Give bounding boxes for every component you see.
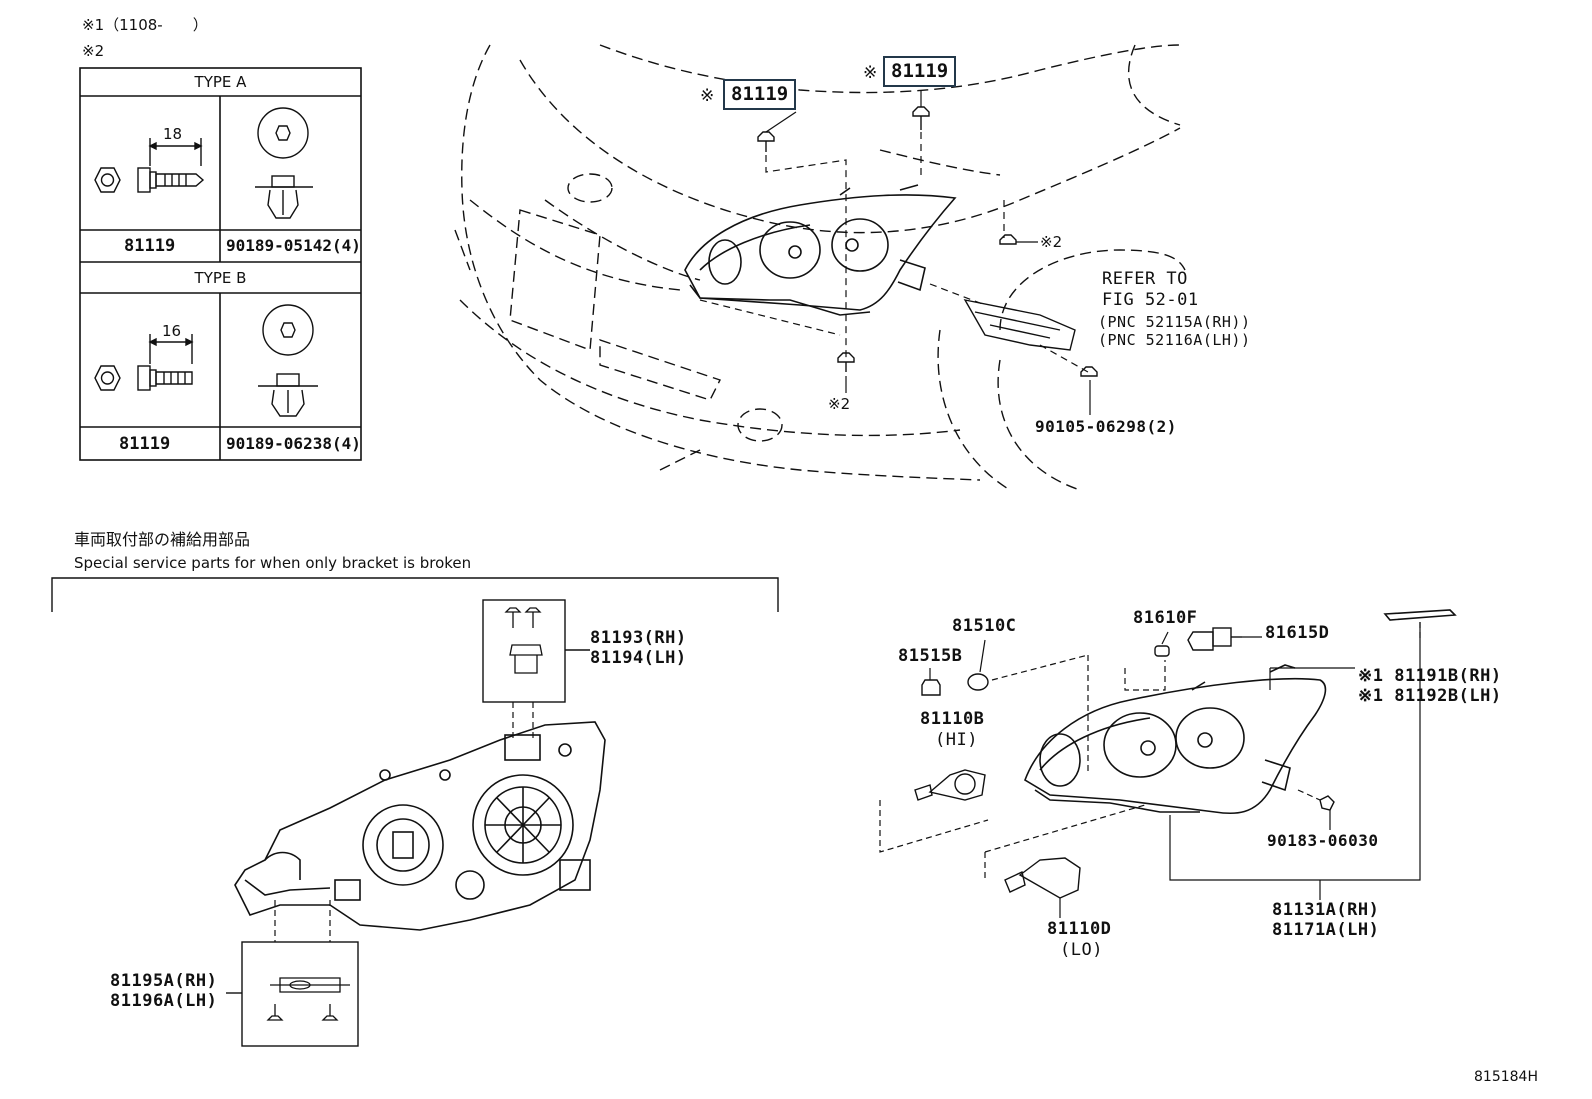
refer-to-label: REFER TO [1102, 269, 1188, 289]
top-bracket-rh[interactable]: 81193(RH) [590, 628, 687, 648]
mark2-right: ※2 [1040, 233, 1063, 251]
type-a-bolt-part[interactable]: 81119 [124, 236, 176, 256]
bulb-81615d[interactable]: 81615D [1265, 623, 1330, 643]
fastener-table-lines [79, 67, 362, 461]
pnc-rh: (PNC 52115A(RH)) [1098, 313, 1251, 331]
nut-part[interactable]: 90183-06030 [1267, 831, 1379, 850]
callout-left-mark: ※ [700, 86, 715, 106]
cap-81515b[interactable]: 81515B [898, 646, 963, 666]
top-bracket-lh[interactable]: 81194(LH) [590, 648, 687, 668]
service-parts-frame [51, 577, 779, 1047]
service-headlamp-drawing [234, 721, 606, 931]
bulb-hi-label: (HI) [935, 730, 978, 750]
bulb-hi-part[interactable]: 81110B [920, 709, 985, 729]
unit-lh[interactable]: 81171A(LH) [1272, 920, 1380, 940]
type-b-clip-part[interactable]: 90189-06238(4) [226, 434, 361, 453]
note-2-mark: ※2 [82, 42, 105, 60]
type-a-bolt-drawing [94, 138, 205, 193]
top-leader-lines [699, 132, 1089, 373]
bottom-bracket-rh[interactable]: 81195A(RH) [110, 971, 218, 991]
type-b-bolt-drawing [94, 334, 194, 391]
bottom-bracket-lh[interactable]: 81196A(LH) [110, 991, 218, 1011]
type-a-clip-drawing [255, 107, 313, 219]
service-small-parts [266, 607, 543, 1021]
bulb-lo-part[interactable]: 81110D [1047, 919, 1112, 939]
top-headlamp-drawing [684, 184, 957, 316]
bulb-81610f[interactable]: 81610F [1133, 608, 1198, 628]
type-b-header: TYPE B [194, 269, 247, 287]
bracket-lh[interactable]: ※1 81192B(LH) [1358, 686, 1502, 706]
callout-right-mark: ※ [863, 63, 878, 83]
socket-81510c[interactable]: 81510C [952, 616, 1017, 636]
note-1-date: ※1（1108- ） [82, 16, 208, 34]
bulb-lo-label: (LO) [1060, 940, 1103, 960]
top-solid-leaders [765, 90, 1091, 415]
pnc-lh: (PNC 52116A(LH)) [1098, 331, 1251, 349]
type-b-dimension: 16 [162, 322, 182, 340]
screw-part[interactable]: 90105-06298(2) [1035, 417, 1177, 436]
type-b-bolt-part[interactable]: 81119 [119, 434, 171, 454]
top-bracket-drawing [963, 299, 1076, 351]
type-a-header: TYPE A [194, 73, 247, 91]
en-heading: Special service parts for when only brac… [74, 554, 472, 572]
type-b-clip-drawing [258, 304, 318, 417]
assembly-solid-leaders [929, 622, 1421, 918]
service-dash-leaders [274, 702, 534, 942]
unit-rh[interactable]: 81131A(RH) [1272, 900, 1380, 920]
type-a-dimension: 18 [163, 125, 183, 143]
bracket-rh[interactable]: ※1 81191B(RH) [1358, 666, 1502, 686]
vehicle-body-outline [454, 44, 1186, 491]
mark2-bottom: ※2 [828, 395, 851, 413]
assembly-headlamp-drawing [1024, 609, 1457, 815]
top-fasteners [757, 106, 1098, 377]
fig-reference[interactable]: FIG 52-01 [1102, 290, 1199, 310]
callout-left-part[interactable]: 81119 [723, 79, 797, 110]
jp-heading: 車両取付部の補給用部品 [74, 530, 251, 549]
type-a-clip-part[interactable]: 90189-05142(4) [226, 236, 361, 255]
figure-code: 815184H [1474, 1069, 1538, 1085]
callout-right-part[interactable]: 81119 [883, 56, 957, 87]
